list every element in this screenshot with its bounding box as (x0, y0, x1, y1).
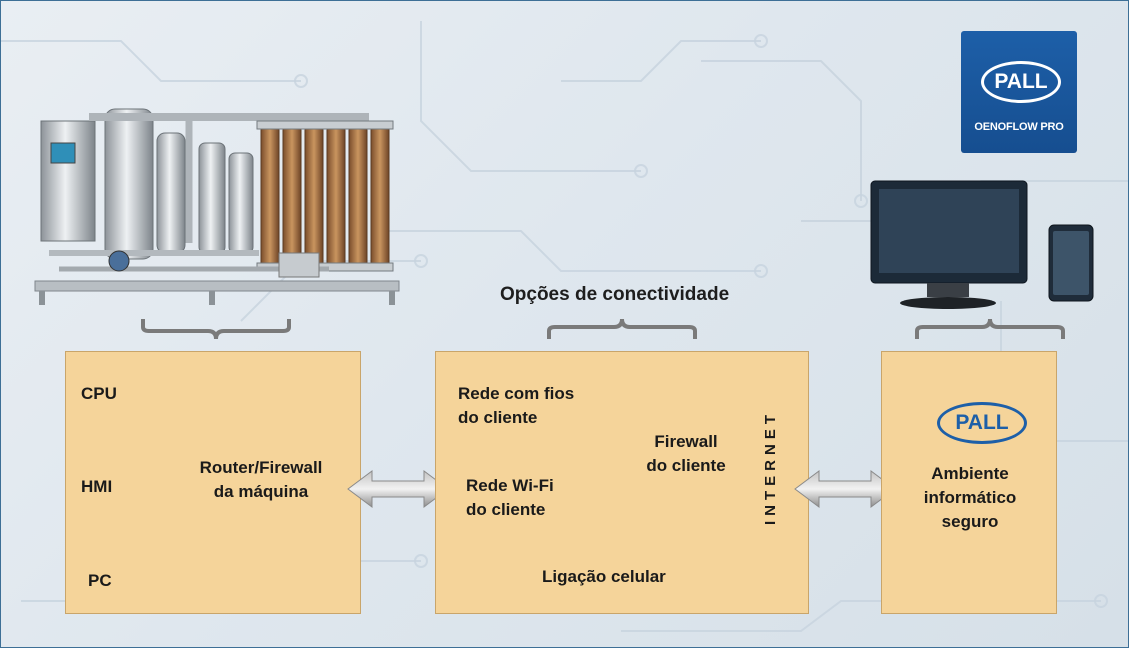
diagram-title: Opções de conectividade (500, 284, 730, 305)
filtration-machine-image (34, 108, 400, 305)
connectivity-box: Rede com fios do cliente Firewall do cli… (435, 351, 809, 614)
pall-logo: PALL (981, 61, 1061, 103)
hmi-label: HMI (81, 477, 113, 496)
cpu-label: CPU (81, 384, 117, 403)
product-name: OENOFLOW PRO (974, 121, 1064, 133)
internet-label: INTERNET (762, 410, 779, 525)
monitor-and-phone-image (870, 180, 1094, 309)
wifi-network-label: Rede Wi-Fi do cliente (466, 476, 554, 519)
cellular-label: Ligação celular (542, 567, 666, 586)
machine-box: CPU HMI PC Router/Firewall da máquina (65, 351, 361, 614)
secure-environment-label: Ambiente informático seguro (923, 464, 1017, 531)
brace-secure (915, 318, 1065, 339)
pall-logo: PALL (937, 402, 1027, 444)
secure-environment-box: PALL Ambiente informático seguro (881, 351, 1057, 614)
oenoflow-pro-logo-tile: PALL OENOFLOW PRO (961, 31, 1077, 153)
brace-connectivity (547, 318, 697, 339)
wired-network-label: Rede com fios do cliente (458, 384, 575, 427)
pc-label: PC (88, 571, 112, 590)
brace-machine (141, 319, 291, 340)
client-firewall-label: Firewall do cliente (646, 432, 726, 475)
router-firewall-label: Router/Firewall da máquina (199, 458, 323, 501)
